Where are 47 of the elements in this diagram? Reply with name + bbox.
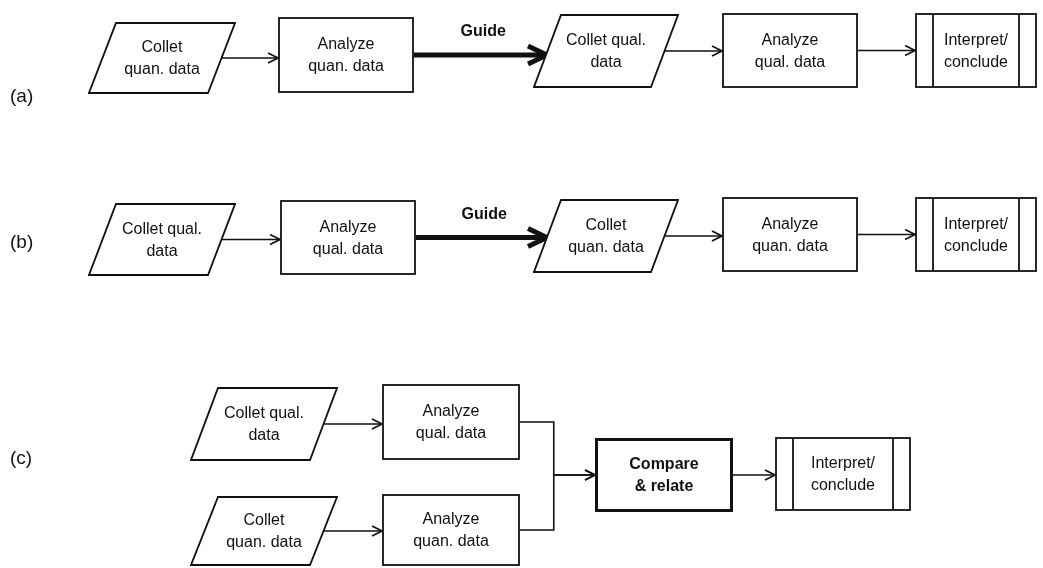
arrow xyxy=(519,469,596,531)
process-box xyxy=(382,384,520,460)
process-box xyxy=(722,197,858,272)
predefined-process-box xyxy=(915,197,1037,272)
data-parallelogram xyxy=(190,387,338,461)
arrow xyxy=(732,469,776,481)
process-box xyxy=(382,494,520,566)
arrow xyxy=(664,45,723,57)
process-box xyxy=(722,13,858,88)
edge-label: Guide xyxy=(458,23,508,39)
arrow xyxy=(221,52,279,64)
predefined-process-box xyxy=(915,13,1037,88)
data-parallelogram xyxy=(190,496,338,566)
edge-label: Guide xyxy=(459,205,509,222)
node-label: Collet quan. data xyxy=(567,215,645,257)
node-label: Interpret/ conclude xyxy=(942,213,1009,256)
node-label: Analyze qual. data xyxy=(311,216,385,259)
node-label: Collet qual. data xyxy=(222,403,305,445)
node-label: Collet qual. data xyxy=(120,218,203,261)
row-label: (a) xyxy=(10,86,34,105)
node-label: Collet quan. data xyxy=(123,37,201,79)
data-parallelogram xyxy=(88,22,236,94)
node-label: Analyze quan. data xyxy=(412,509,490,551)
node-label: Interpret/ conclude xyxy=(809,453,876,495)
data-parallelogram xyxy=(533,199,679,273)
arrow xyxy=(323,525,383,537)
row-label: (b) xyxy=(10,232,34,251)
process-box xyxy=(280,200,416,275)
arrow xyxy=(857,228,916,241)
data-parallelogram xyxy=(88,203,236,276)
node-label: Collet qual. data xyxy=(564,30,647,72)
arrow xyxy=(323,418,383,430)
arrow xyxy=(857,44,916,57)
arrow xyxy=(664,230,723,242)
node-label: Analyze quan. data xyxy=(307,34,385,76)
row-label: (c) xyxy=(10,448,33,467)
process-box xyxy=(595,438,733,512)
process-box xyxy=(278,17,414,93)
node-label: Compare & relate xyxy=(628,454,700,496)
data-parallelogram xyxy=(533,14,679,88)
node-label: Collet quan. data xyxy=(225,510,303,552)
node-label: Analyze quan. data xyxy=(751,213,829,256)
node-label: Analyze qual. data xyxy=(753,29,827,72)
predefined-process-box xyxy=(775,437,911,511)
node-label: Interpret/ conclude xyxy=(942,29,1009,72)
node-label: Analyze qual. data xyxy=(414,401,488,443)
arrow xyxy=(221,233,281,246)
